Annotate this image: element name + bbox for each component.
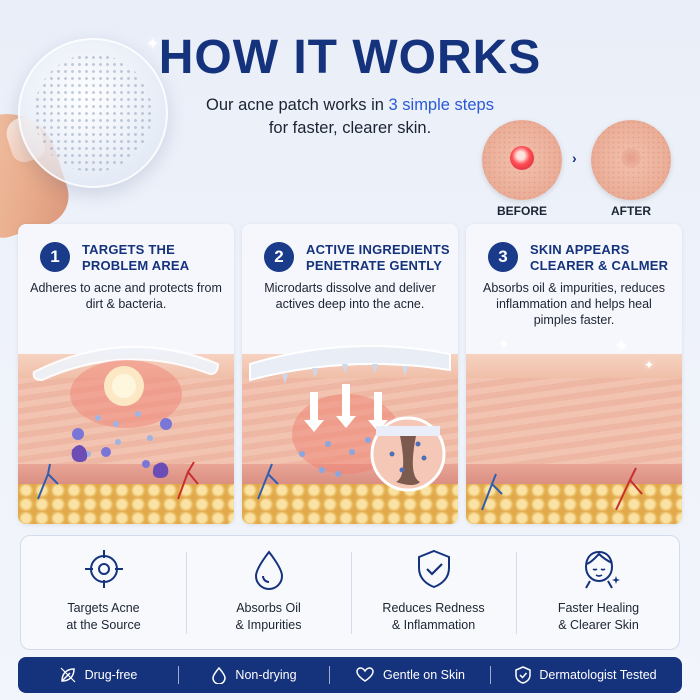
shield-check-icon xyxy=(515,666,532,684)
badge-non-drying: Non-drying xyxy=(179,657,329,693)
benefit-label: Absorbs Oil & Impurities xyxy=(186,600,351,634)
step-header: 3 SKIN APPEARS CLEARER & CALMER xyxy=(488,242,668,274)
step-header: 2 ACTIVE INGREDIENTS PENETRATE GENTLY xyxy=(264,242,450,274)
benefit-label: Faster Healing & Clearer Skin xyxy=(516,600,681,634)
separator xyxy=(490,666,491,684)
subtitle-highlight: 3 simple steps xyxy=(388,96,494,114)
badge-label: Dermatologist Tested xyxy=(539,668,657,682)
before-skin-image xyxy=(482,120,562,200)
step-number-badge: 2 xyxy=(264,242,294,272)
separator xyxy=(178,666,179,684)
step-description: Adheres to acne and protects from dirt &… xyxy=(30,281,222,311)
badge-label: Drug-free xyxy=(84,668,138,682)
vein-illustration xyxy=(481,467,643,511)
benefit-label-line: Absorbs Oil xyxy=(236,601,301,615)
benefit-label: Reduces Redness & Inflammation xyxy=(351,600,516,634)
subtitle-text: Our acne patch works in xyxy=(206,96,389,114)
step-title-line: SKIN APPEARS xyxy=(530,242,630,257)
step-header: 1 TARGETS THE PROBLEM AREA xyxy=(40,242,189,274)
step-card-2: 2 ACTIVE INGREDIENTS PENETRATE GENTLY Mi… xyxy=(242,224,458,524)
step-number-badge: 3 xyxy=(488,242,518,272)
pimple xyxy=(510,146,534,170)
benefit-item: Absorbs Oil & Impurities xyxy=(186,536,351,651)
step-title-line: ACTIVE INGREDIENTS xyxy=(306,242,450,257)
badge-gentle: Gentle on Skin xyxy=(330,657,490,693)
healed-spot xyxy=(621,148,641,168)
benefit-label-line: & Clearer Skin xyxy=(558,618,639,632)
step-card-3: 3 SKIN APPEARS CLEARER & CALMER Absorbs … xyxy=(466,224,682,524)
acne-patch-image xyxy=(18,38,168,188)
sparkle-icon: ✦ xyxy=(644,358,655,372)
pimple-illustration xyxy=(32,345,220,500)
step-title: SKIN APPEARS CLEARER & CALMER xyxy=(530,242,668,274)
benefit-item: Reduces Redness & Inflammation xyxy=(351,536,516,651)
skin-cross-section xyxy=(466,354,682,524)
step-title-line: PROBLEM AREA xyxy=(82,258,190,273)
step-title-line: CLEARER & CALMER xyxy=(530,258,669,273)
microdart-dots xyxy=(34,54,152,172)
face-sparkle-icon xyxy=(584,550,620,589)
benefit-label-line: at the Source xyxy=(66,618,141,632)
heart-hands-icon xyxy=(356,667,374,682)
after-label: AFTER xyxy=(611,204,651,218)
step-description: Microdarts dissolve and deliver actives … xyxy=(264,281,436,311)
step-title: ACTIVE INGREDIENTS PENETRATE GENTLY xyxy=(306,242,450,274)
benefit-label-line: Targets Acne xyxy=(67,601,140,615)
target-icon xyxy=(85,550,123,588)
benefit-label-line: & Impurities xyxy=(235,618,302,632)
sparkle-icon: ✦ xyxy=(146,36,160,53)
badge-label: Non-drying xyxy=(235,668,297,682)
step-card-1: 1 TARGETS THE PROBLEM AREA Adheres to ac… xyxy=(18,224,234,524)
benefit-item: Faster Healing & Clearer Skin xyxy=(516,536,681,651)
step-title-line: PENETRATE GENTLY xyxy=(306,258,443,273)
benefit-item: Targets Acne at the Source xyxy=(21,536,186,651)
badge-derm-tested: Dermatologist Tested xyxy=(491,657,681,693)
arrow-right-icon: › xyxy=(572,150,577,166)
after-skin-image xyxy=(591,120,671,200)
sparkle-icon: ✦ xyxy=(614,336,630,356)
subtitle-text-2: for faster, clearer skin. xyxy=(268,119,432,137)
step-description: Absorbs oil & impurities, reduces inflam… xyxy=(482,281,666,327)
page-subtitle: Our acne patch works in 3 simple steps f… xyxy=(190,94,510,140)
leaf-icon xyxy=(60,667,76,683)
microdart-illustration xyxy=(249,345,451,500)
separator xyxy=(329,666,330,684)
benefits-panel: Targets Acne at the Source Absorbs Oil &… xyxy=(20,535,680,650)
divider xyxy=(351,552,352,634)
page-title: HOW IT WORKS xyxy=(158,31,542,84)
benefit-label-line: & Inflammation xyxy=(391,618,476,632)
divider xyxy=(516,552,517,634)
step-title-line: TARGETS THE xyxy=(82,242,175,257)
before-label: BEFORE xyxy=(496,204,547,218)
drop-icon xyxy=(212,666,227,684)
benefit-label-line: Faster Healing xyxy=(557,601,640,615)
badge-drug-free: Drug-free xyxy=(18,657,178,693)
divider xyxy=(186,552,187,634)
shield-check-icon xyxy=(418,549,450,589)
benefit-label-line: Reduces Redness xyxy=(382,601,485,615)
badge-bar: Drug-free Non-drying Gentle on Skin Derm… xyxy=(18,657,682,693)
sparkle-icon: ✦ xyxy=(498,336,510,352)
step-title: TARGETS THE PROBLEM AREA xyxy=(82,242,189,274)
step-number-badge: 1 xyxy=(40,242,70,272)
drop-icon xyxy=(254,550,284,590)
benefit-label: Targets Acne at the Source xyxy=(21,600,186,634)
badge-label: Gentle on Skin xyxy=(383,668,465,682)
